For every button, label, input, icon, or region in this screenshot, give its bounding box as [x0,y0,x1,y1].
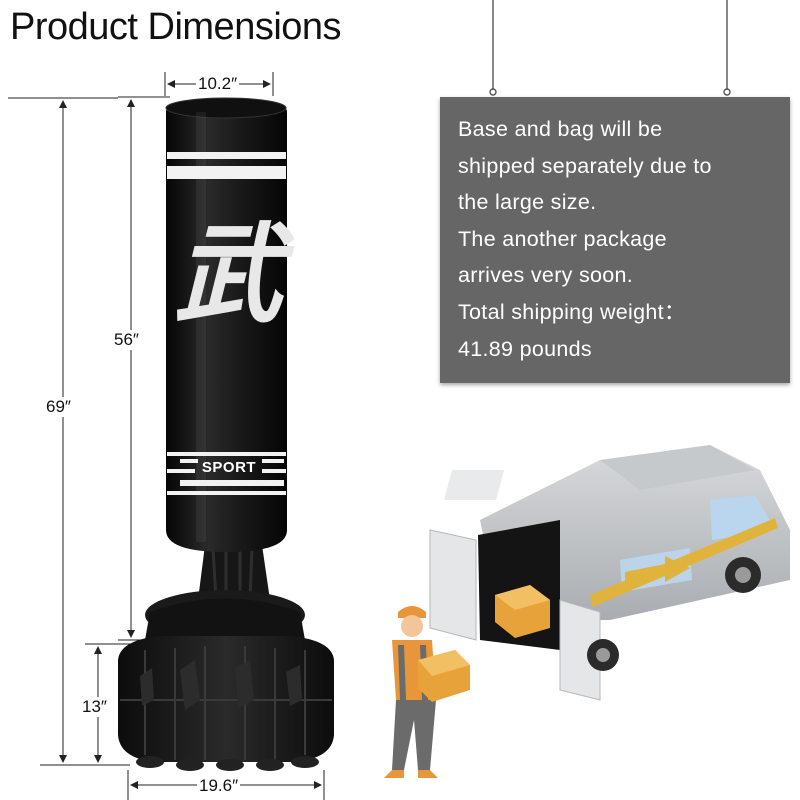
notice-line: arrives very soon. [458,263,634,288]
dimension-top-width: 10.2″ [196,74,240,94]
dimension-base-height: 13″ [80,697,109,717]
page-title: Product Dimensions [10,6,342,48]
shipping-notice-text: Base and bag will be shipped separately … [458,111,780,367]
dimension-base-width: 19.6″ [197,776,241,796]
bag-calligraphy: 武 [173,212,282,338]
notice-line: Base and bag will be [458,117,663,141]
sign-hangers [489,0,731,96]
notice-line: the large size. [458,190,597,215]
dimension-bag-height: 56″ [112,330,141,350]
notice-line: 41.89 pounds [458,336,592,361]
shipping-notice-sign: Base and bag will be shipped separately … [440,97,790,383]
punching-bag-icon [118,97,334,771]
delivery-worker-icon [384,606,470,778]
notice-line: The another package [458,226,667,251]
notice-line: Total shipping weight： [458,299,686,324]
notice-line: shipped separately due to [458,153,712,178]
sport-label: SPORT [201,459,257,476]
delivery-van-icon [429,445,790,701]
dimension-total-height: 69″ [44,397,73,417]
